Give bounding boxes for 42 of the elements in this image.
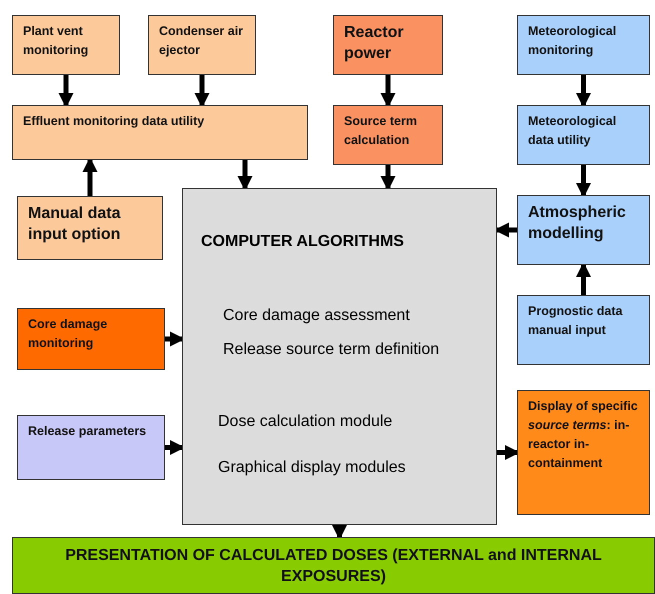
box-label: Prognostic data manual input — [528, 303, 624, 339]
box-label: Manual data input option — [28, 204, 122, 245]
process-box — [17, 196, 163, 260]
process-box — [12, 537, 655, 594]
process-box — [333, 15, 443, 75]
process-box — [517, 105, 650, 165]
panel-heading: COMPUTER ALGORITHMS — [201, 232, 405, 252]
process-box — [12, 15, 120, 75]
arrow — [194, 75, 210, 108]
module-label: Dose calculation module — [218, 412, 394, 432]
process-box — [517, 390, 650, 515]
box-label: PRESENTATION OF CALCULATED DOSES (EXTERNAL and INTERNAL EXPOSURES) — [64, 546, 603, 586]
box-label: Reactor power — [344, 23, 405, 64]
process-box — [333, 105, 443, 165]
box-label: Display of specific source terms: in-reactor in-containment — [528, 398, 639, 472]
arrow — [576, 165, 591, 198]
arrow — [576, 75, 591, 108]
box-label: Meteorological data utility — [528, 113, 618, 149]
process-box — [517, 295, 650, 365]
module-label: Core damage assessment — [223, 306, 411, 326]
module-label: Release source term definition — [223, 340, 440, 360]
arrow — [332, 525, 347, 540]
box-label: Condenser air ejector — [159, 23, 244, 59]
process-box — [148, 15, 256, 75]
arrow — [238, 160, 252, 191]
box-label: Source term calculation — [344, 113, 418, 149]
process-box — [517, 195, 650, 265]
box-label: Plant vent monitoring — [23, 23, 90, 59]
arrow — [58, 75, 74, 108]
module-label: Graphical display modules — [218, 458, 407, 478]
box-label: Core damage monitoring — [28, 316, 108, 352]
arrow — [380, 75, 396, 108]
box-label: Meteorological monitoring — [528, 23, 618, 59]
process-box — [17, 415, 165, 480]
process-panel — [182, 188, 497, 525]
process-box — [17, 308, 165, 370]
box-label: Atmospheric modelling — [528, 203, 627, 244]
process-box — [517, 15, 650, 75]
box-label: Effluent monitoring data utility — [23, 113, 206, 130]
process-box — [12, 105, 308, 160]
arrow — [380, 165, 396, 191]
box-label: Release parameters — [28, 423, 148, 440]
